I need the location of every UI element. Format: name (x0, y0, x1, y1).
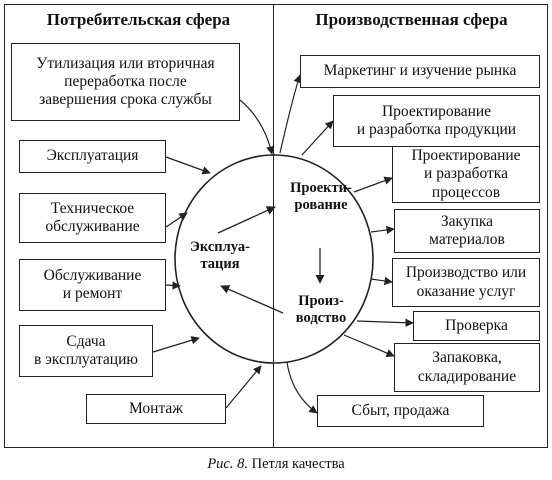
connector-p2 (301, 120, 334, 156)
arrow-production-to-operation (220, 285, 284, 314)
stage-operation: Эксплуа- тация (190, 239, 250, 273)
connector-p1 (279, 74, 302, 154)
figure-number: Рис. 8. (207, 456, 248, 472)
quality-loop-circle (174, 154, 374, 364)
sphere-divider (273, 4, 274, 448)
connector-p8 (286, 361, 318, 414)
connector-c2 (165, 156, 211, 175)
consumer-sphere-header: Потребительская сфера (46, 10, 231, 29)
connector-p5 (370, 276, 393, 286)
connector-p6 (356, 318, 414, 327)
connector-p7 (343, 334, 395, 357)
box-installation: Монтаж (86, 394, 226, 424)
box-inspection: Проверка (413, 311, 540, 341)
connector-c3 (165, 212, 188, 228)
box-operation: Эксплуатация (19, 140, 166, 173)
box-process-design: Проектирование и разработка процессов (392, 146, 540, 203)
connector-c4 (165, 281, 181, 290)
box-materials-purchase: Закупка материалов (394, 209, 540, 253)
diagram-frame (4, 4, 548, 448)
figure-caption: Рис. 8. Петля качества (0, 456, 552, 473)
box-product-design: Проектирование и разработка продукции (333, 95, 540, 147)
stage-design: Проекти- рование (290, 180, 352, 214)
connector-c1 (239, 99, 275, 155)
connector-p4 (370, 225, 395, 235)
box-sales: Сбыт, продажа (317, 395, 484, 427)
box-packing-storage: Запаковка, складирование (394, 343, 540, 392)
box-disposal-recycling: Утилизация или вторичная переработка пос… (11, 43, 240, 121)
box-marketing-research: Маркетинг и изучение рынка (300, 55, 540, 88)
box-manufacturing-services: Производство или оказание услуг (392, 258, 540, 307)
connector-p3 (353, 176, 393, 193)
connector-c6 (225, 365, 262, 409)
connector-c5 (152, 336, 200, 353)
figure-title: Петля качества (251, 456, 345, 472)
box-technical-maintenance: Техническое обслуживание (19, 193, 166, 243)
box-commissioning: Сдача в эксплуатацию (19, 325, 153, 377)
stage-production: Произ- водство (295, 293, 347, 327)
arrow-operation-to-design (217, 206, 276, 234)
box-service-repair: Обслуживание и ремонт (19, 259, 166, 311)
production-sphere-header: Производственная сфера (315, 10, 508, 29)
